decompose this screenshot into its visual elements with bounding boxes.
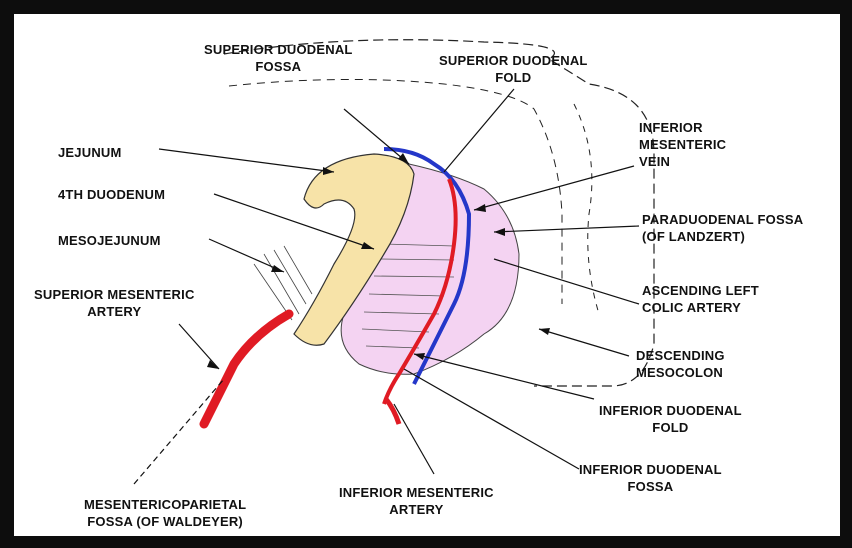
- label-mesojejunum: MESOJEJUNUM: [58, 232, 161, 249]
- label-jejunum: JEJUNUM: [58, 144, 122, 161]
- label-4th-duodenum: 4TH DUODENUM: [58, 186, 165, 203]
- label-inferior-duodenal-fossa: INFERIOR DUODENAL FOSSA: [579, 461, 722, 495]
- label-superior-duodenal-fossa: SUPERIOR DUODENAL FOSSA: [204, 41, 353, 75]
- diagram-canvas: SUPERIOR DUODENAL FOSSA SUPERIOR DUODENA…: [14, 14, 840, 536]
- anatomy-illustration: [14, 14, 840, 536]
- label-inferior-duodenal-fold: INFERIOR DUODENAL FOLD: [599, 402, 742, 436]
- label-superior-mesenteric-artery: SUPERIOR MESENTERIC ARTERY: [34, 286, 195, 320]
- superior-mesenteric-artery-vessel: [204, 314, 289, 424]
- colon-haustra: [574, 104, 599, 314]
- label-descending-mesocolon: DESCENDING MESOCOLON: [636, 347, 725, 381]
- label-inferior-mesenteric-artery: INFERIOR MESENTERIC ARTERY: [339, 484, 494, 518]
- label-ascending-left-colic-artery: ASCENDING LEFT COLIC ARTERY: [642, 282, 759, 316]
- label-paraduodenal-fossa: PARADUODENAL FOSSA (OF LANDZERT): [642, 211, 803, 245]
- label-inferior-mesenteric-vein: INFERIOR MESENTERIC VEIN: [639, 119, 726, 170]
- label-mesentericoparietal-fossa: MESENTERICOPARIETAL FOSSA (OF WALDEYER): [84, 496, 246, 530]
- mesojejunum-strands: [254, 246, 312, 320]
- label-superior-duodenal-fold: SUPERIOR DUODENAL FOLD: [439, 52, 588, 86]
- inferior-mesenteric-artery-branch: [386, 399, 399, 424]
